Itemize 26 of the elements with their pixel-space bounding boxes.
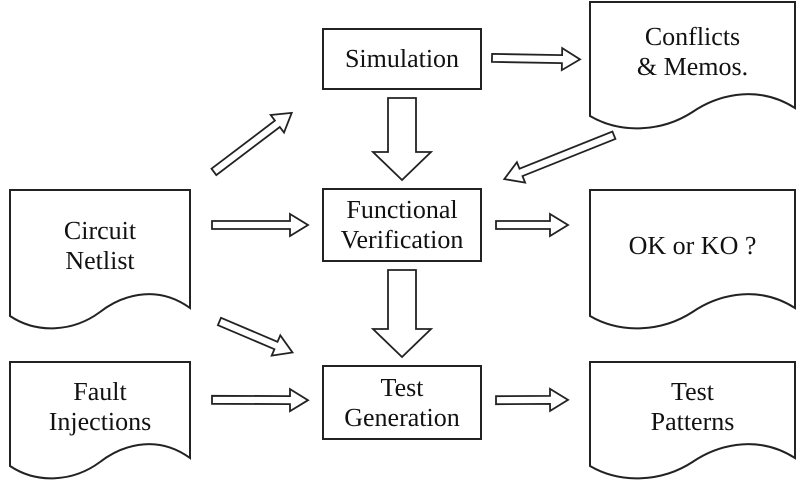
process-box [322, 188, 482, 262]
document-shape [590, 2, 795, 130]
node-label: OK or KO ? [628, 231, 756, 261]
document-shape [590, 190, 795, 330]
hollow-arrow [495, 212, 570, 238]
hollow-arrow [370, 269, 434, 358]
node-label: Circuit Netlist [62, 216, 138, 276]
hollow-arrow [370, 97, 434, 182]
hollow-arrow [495, 387, 570, 412]
node-label: Fault Injections [48, 377, 152, 437]
document-shape [590, 362, 795, 480]
document-shape [10, 190, 190, 330]
node-label: Functional Verification [340, 195, 464, 255]
hollow-arrow [502, 130, 617, 184]
hollow-arrow [211, 387, 310, 413]
hollow-arrow [490, 46, 582, 72]
node-label: Conflicts & Memos. [636, 22, 750, 82]
node-label: Test Patterns [650, 377, 736, 437]
hollow-arrow [216, 316, 294, 357]
document-shape [10, 362, 190, 480]
process-box [322, 365, 482, 440]
hollow-arrow [211, 212, 310, 238]
hollow-arrow [210, 112, 294, 176]
node-label: Test Generation [343, 372, 461, 432]
node-label: Simulation [344, 44, 460, 74]
process-box [322, 28, 482, 90]
